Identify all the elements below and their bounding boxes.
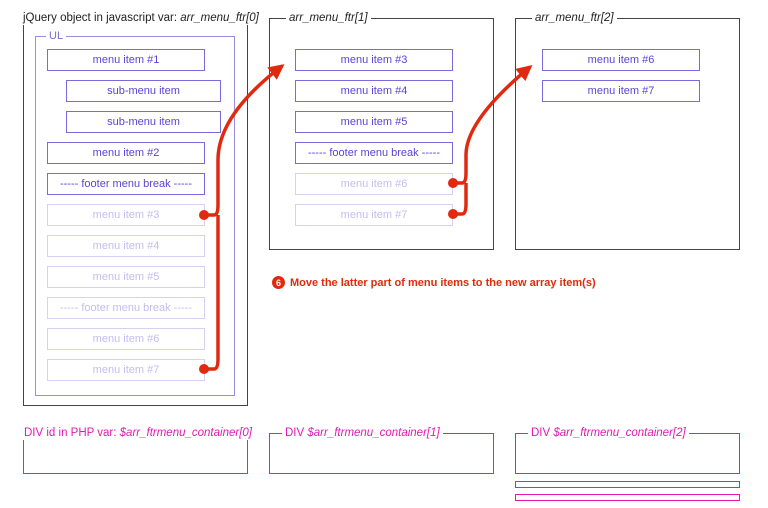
col0-item: menu item #4 (47, 235, 205, 257)
div-title-prefix-0: DIV id in PHP var: (24, 427, 120, 439)
div-title-2: DIV $arr_ftrmenu_container[2] (528, 426, 689, 440)
panel-title-2: arr_menu_ftr[2] (532, 11, 617, 25)
panel-title-name-1: arr_menu_ftr[1] (289, 12, 368, 24)
col0-item: sub-menu item (66, 111, 221, 133)
div-title-name-2: $arr_ftrmenu_container[2] (553, 427, 686, 439)
col0-item: menu item #2 (47, 142, 205, 164)
panel-title-1: arr_menu_ftr[1] (286, 11, 371, 25)
col1-item: menu item #4 (295, 80, 453, 102)
col1-item: ----- footer menu break ----- (295, 142, 453, 164)
col0-item: ----- footer menu break ----- (47, 173, 205, 195)
panel-title-0: jQuery object in javascript var: arr_men… (20, 11, 262, 25)
col0-item: menu item #6 (47, 328, 205, 350)
col1-item: menu item #6 (295, 173, 453, 195)
panel-title-prefix-0: jQuery object in javascript var: (23, 12, 181, 24)
step-number-badge: 6 (272, 276, 285, 289)
div-title-prefix-1: DIV (285, 427, 308, 439)
div-container-2-placeholder (515, 494, 740, 501)
col2-item: menu item #7 (542, 80, 700, 102)
panel-title-name-0: arr_menu_ftr[0] (180, 12, 259, 24)
step-text: Move the latter part of menu items to th… (290, 276, 596, 289)
col0-item: menu item #1 (47, 49, 205, 71)
panel-title-name-2: arr_menu_ftr[2] (535, 12, 614, 24)
step-annotation: 6 Move the latter part of menu items to … (272, 276, 596, 289)
col1-item: menu item #3 (295, 49, 453, 71)
div-title-prefix-2: DIV (531, 427, 554, 439)
div-title-name-0: $arr_ftrmenu_container[0] (119, 427, 252, 439)
col0-item: ----- footer menu break ----- (47, 297, 205, 319)
col1-item: menu item #7 (295, 204, 453, 226)
col0-item: menu item #3 (47, 204, 205, 226)
div-title-0: DIV id in PHP var: $arr_ftrmenu_containe… (21, 426, 255, 440)
col2-item: menu item #6 (542, 49, 700, 71)
col0-item: menu item #7 (47, 359, 205, 381)
col1-item: menu item #5 (295, 111, 453, 133)
col0-item: sub-menu item (66, 80, 221, 102)
div-container-2-placeholder (515, 481, 740, 488)
ul-label: UL (46, 30, 67, 42)
div-title-name-1: $arr_ftrmenu_container[1] (307, 427, 440, 439)
col0-item: menu item #5 (47, 266, 205, 288)
div-title-1: DIV $arr_ftrmenu_container[1] (282, 426, 443, 440)
